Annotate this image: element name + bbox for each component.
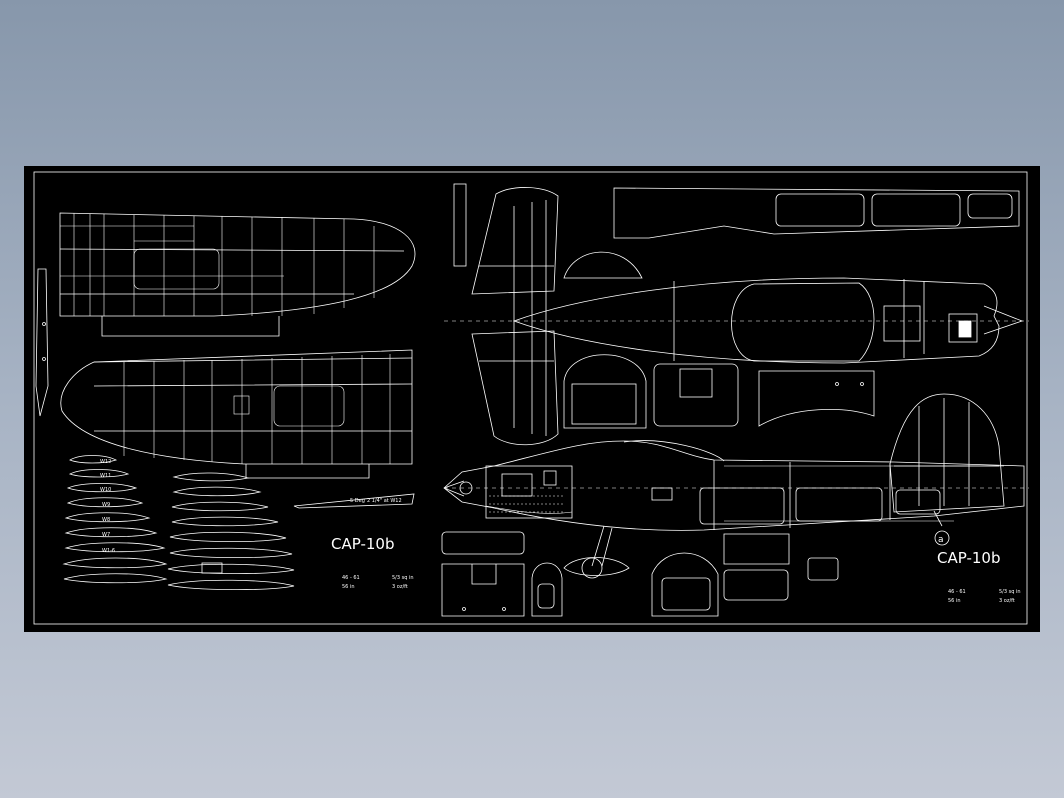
spec-left-1: 5/3 sq in: [392, 575, 414, 581]
spar-strip: [35, 268, 49, 417]
bottom-former-pieces: [441, 531, 839, 617]
spec-left-3: 3 oz/ft: [392, 584, 408, 590]
drawing-border: [33, 171, 1028, 625]
rib-set-left: [62, 455, 168, 584]
title-block-left: CAP-10b 46 - 61 5/3 sq in 56 in 3 oz/ft: [331, 535, 414, 590]
formers-row: [563, 251, 875, 429]
spec-left-0: 46 - 61: [342, 575, 360, 581]
rib-label-w9: W9: [102, 502, 110, 508]
dihedral-note-2: 2 1/4" at W12: [367, 498, 402, 504]
rib-label-w12: W12: [100, 459, 111, 465]
wing-plan-top: [59, 212, 416, 337]
spec-right-2: 56 in: [948, 598, 961, 604]
stabilizer-plan: [453, 183, 559, 446]
rib-label-w10: W10: [100, 487, 111, 493]
wheel-mark: a: [938, 535, 944, 545]
fuselage-side-strips: [613, 187, 1020, 239]
rib-label-w7: W7: [102, 532, 110, 538]
blueprint-sheet: W12 W11 W10 W9 W8 W7 W1-6 5 Deg 2 1/4" a…: [33, 171, 1029, 625]
spec-left-2: 56 in: [342, 584, 355, 590]
title-left: CAP-10b: [331, 535, 394, 553]
rib-set-right: [167, 472, 295, 591]
rib-label-w11: W11: [100, 473, 111, 479]
rib-label-w8: W8: [102, 517, 110, 523]
rib-label-w1-6: W1-6: [102, 548, 115, 554]
fuselage-top-view: [444, 277, 1029, 364]
spec-right-0: 46 - 61: [948, 589, 966, 595]
drawing-viewport[interactable]: W12 W11 W10 W9 W8 W7 W1-6 5 Deg 2 1/4" a…: [24, 166, 1040, 632]
wing-plan-bottom: [60, 349, 413, 479]
fuselage-side-view: [443, 393, 1029, 579]
title-block-right: CAP-10b 46 - 61 5/3 sq in 56 in 3 oz/ft …: [937, 535, 1021, 604]
spec-right-1: 5/3 sq in: [999, 589, 1021, 595]
dihedral-brace: [293, 493, 415, 509]
dihedral-note: 5 Deg: [350, 498, 365, 504]
rib-labels: W12 W11 W10 W9 W8 W7 W1-6 5 Deg 2 1/4" a…: [100, 459, 402, 554]
spec-right-3: 3 oz/ft: [999, 598, 1015, 604]
title-right: CAP-10b: [937, 549, 1000, 567]
